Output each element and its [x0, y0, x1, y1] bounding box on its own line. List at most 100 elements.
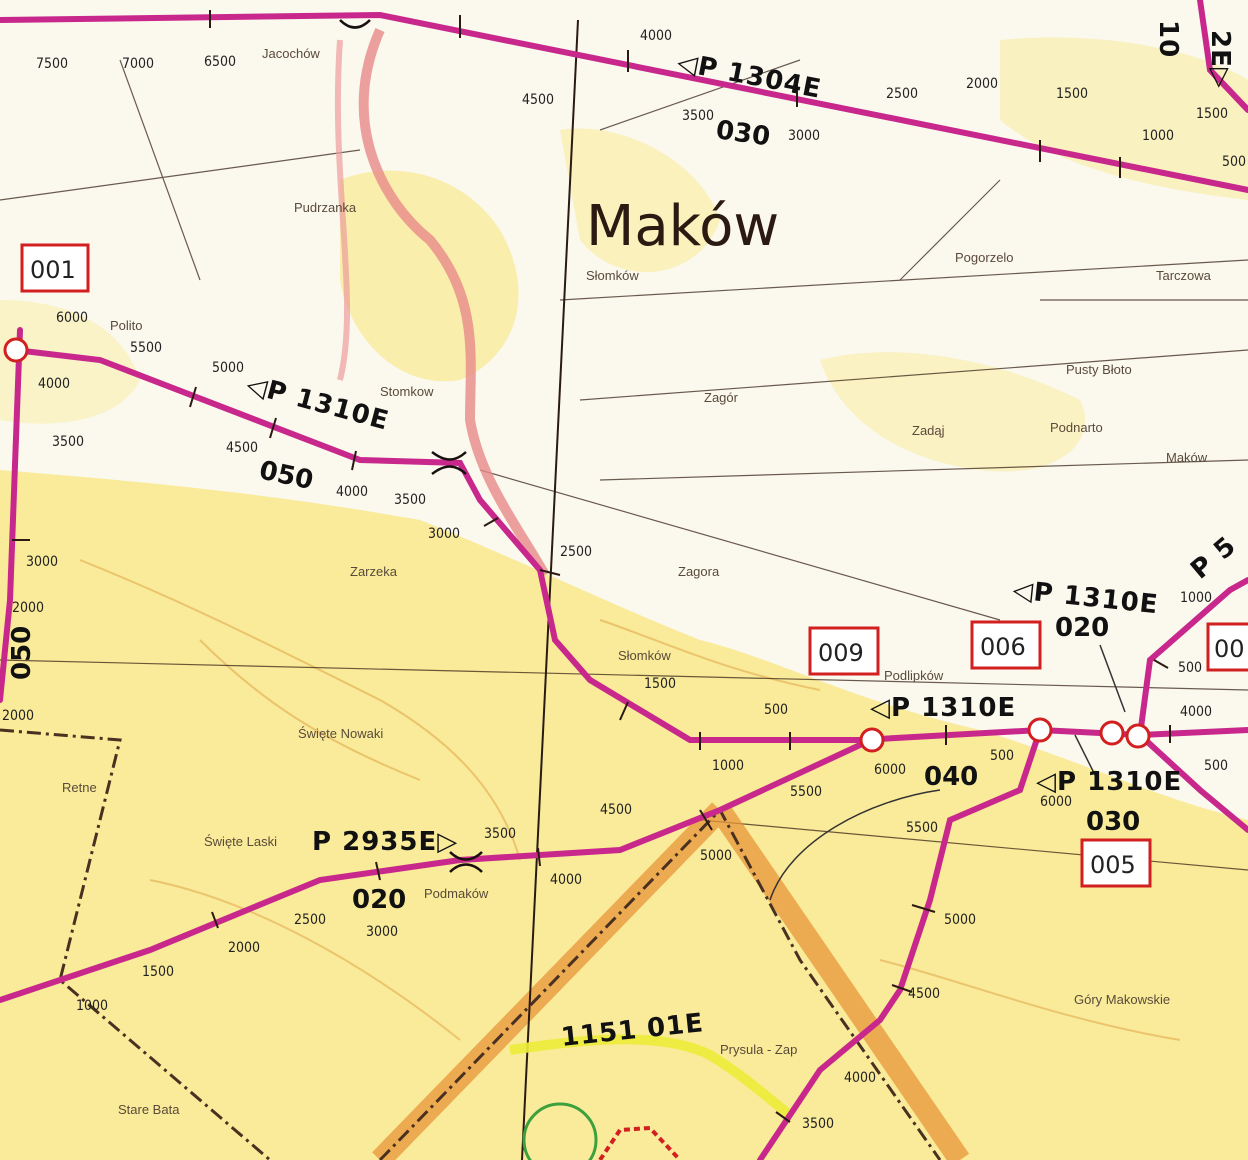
svg-text:4000: 4000	[640, 28, 672, 44]
place-names: Jacochów Pudrzanka Stomkow Pogorzelo Pol…	[62, 46, 1212, 1117]
place-pogorzelo: Pogorzelo	[955, 250, 1014, 265]
route-label-10: 10	[1153, 20, 1183, 58]
course-050-mid: 050	[257, 456, 316, 497]
place-podnarto: Podnarto	[1050, 420, 1103, 435]
place-jacochow: Jacochów	[262, 46, 320, 61]
waypoint-009[interactable]: 009	[808, 626, 880, 676]
place-pusty-bloto: Pusty Błoto	[1066, 362, 1132, 377]
svg-text:3000: 3000	[26, 554, 58, 570]
svg-text:4500: 4500	[522, 92, 554, 108]
place-zagor: Zagór	[704, 390, 739, 405]
place-gory-makowskie: Góry Makowskie	[1074, 992, 1170, 1007]
svg-text:7000: 7000	[122, 56, 154, 72]
terrain-fills	[0, 37, 1248, 1160]
svg-text:1500: 1500	[1196, 106, 1228, 122]
svg-text:1000: 1000	[76, 998, 108, 1014]
svg-text:2000: 2000	[12, 600, 44, 616]
course-labels: 030 050 050 020 040 030 020	[7, 115, 1140, 915]
arrow-left	[1099, 644, 1126, 713]
route-top-right-line	[1197, 0, 1248, 113]
place-polito: Polito	[110, 318, 143, 333]
course-020-right: 020	[1055, 613, 1109, 643]
place-zadaj: Zadąj	[912, 423, 945, 438]
place-podmakow: Podmaków	[424, 886, 489, 901]
svg-text:6000: 6000	[56, 310, 88, 326]
svg-text:5500: 5500	[130, 340, 162, 356]
waypoint-001[interactable]: 001	[20, 243, 90, 293]
yellow-route	[509, 1034, 794, 1119]
course-050-left: 050	[7, 626, 37, 680]
red-boundary	[598, 1125, 682, 1160]
route-ticks	[12, 10, 1171, 1123]
svg-text:3500: 3500	[52, 434, 84, 450]
admin-boundary	[0, 728, 942, 1160]
meridian-line	[521, 19, 579, 1160]
svg-text:500: 500	[1178, 660, 1202, 676]
place-tarczowa: Tarczowa	[1156, 268, 1212, 283]
svg-text:500: 500	[1222, 154, 1246, 170]
place-slomkow-low: Słomków	[618, 648, 671, 663]
place-swiete-laski: Święte Laski	[204, 834, 277, 849]
place-slomkow-top: Słomków	[586, 268, 639, 283]
svg-text:4500: 4500	[600, 802, 632, 818]
town-label: Maków	[586, 194, 779, 259]
route-label-1310e-d: ◁P 1310E	[1036, 767, 1182, 797]
railway-line	[358, 27, 550, 578]
svg-text:500: 500	[990, 748, 1014, 764]
course-040: 040	[924, 762, 978, 792]
svg-text:2000: 2000	[228, 940, 260, 956]
place-prysula: Prysula - Zap	[720, 1042, 797, 1057]
course-030-top: 030	[714, 115, 772, 152]
svg-text:1000: 1000	[712, 758, 744, 774]
svg-text:5500: 5500	[906, 820, 938, 836]
svg-text:5000: 5000	[700, 848, 732, 864]
svg-text:500: 500	[764, 702, 788, 718]
terrain-contours	[79, 559, 1181, 1041]
svg-text:2500: 2500	[886, 86, 918, 102]
svg-text:005: 005	[1090, 851, 1136, 879]
svg-text:3500: 3500	[682, 108, 714, 124]
svg-text:2500: 2500	[560, 544, 592, 560]
svg-text:4500: 4500	[226, 440, 258, 456]
svg-text:5000: 5000	[944, 912, 976, 928]
svg-text:3000: 3000	[366, 924, 398, 940]
route-p5-line	[1137, 577, 1248, 738]
svg-text:1500: 1500	[1056, 86, 1088, 102]
svg-text:2500: 2500	[294, 912, 326, 928]
route-1304e-line	[0, 11, 1248, 193]
svg-text:4500: 4500	[908, 986, 940, 1002]
place-zarzeka: Zarzeka	[350, 564, 398, 579]
svg-text:3500: 3500	[394, 492, 426, 508]
svg-text:6500: 6500	[204, 54, 236, 70]
green-circle-marker	[522, 1102, 598, 1160]
course-030-bottom: 030	[1086, 807, 1140, 837]
svg-text:2000: 2000	[2, 708, 34, 724]
svg-text:3000: 3000	[788, 128, 820, 144]
place-stare-bata: Stare Bata	[118, 1102, 180, 1117]
route-label-2e: 2E▷	[1205, 30, 1235, 89]
route-label-p5: P 5	[1185, 531, 1242, 586]
svg-text:4000: 4000	[38, 376, 70, 392]
svg-text:1500: 1500	[644, 676, 676, 692]
route-label-1310e-c: ◁P 1310E	[870, 693, 1016, 723]
place-retne: Retne	[62, 780, 97, 795]
svg-text:1000: 1000	[1180, 590, 1212, 606]
waypoint-005[interactable]: 005	[1080, 838, 1152, 888]
waypoint-00[interactable]: 00	[1206, 622, 1248, 672]
route-left-vertical-line	[0, 327, 23, 703]
svg-text:5500: 5500	[790, 784, 822, 800]
waypoint-circles	[3, 337, 1151, 753]
svg-text:7500: 7500	[36, 56, 68, 72]
place-stomkow: Stomkow	[380, 384, 434, 399]
route-label-2935e: P 2935E▷	[312, 827, 458, 857]
route-east-line	[1137, 732, 1248, 833]
svg-text:6000: 6000	[1040, 794, 1072, 810]
airfield-arc	[769, 789, 941, 901]
svg-text:006: 006	[980, 633, 1026, 661]
waypoint-006[interactable]: 006	[970, 620, 1042, 670]
svg-text:001: 001	[30, 256, 76, 284]
svg-text:3500: 3500	[802, 1116, 834, 1132]
